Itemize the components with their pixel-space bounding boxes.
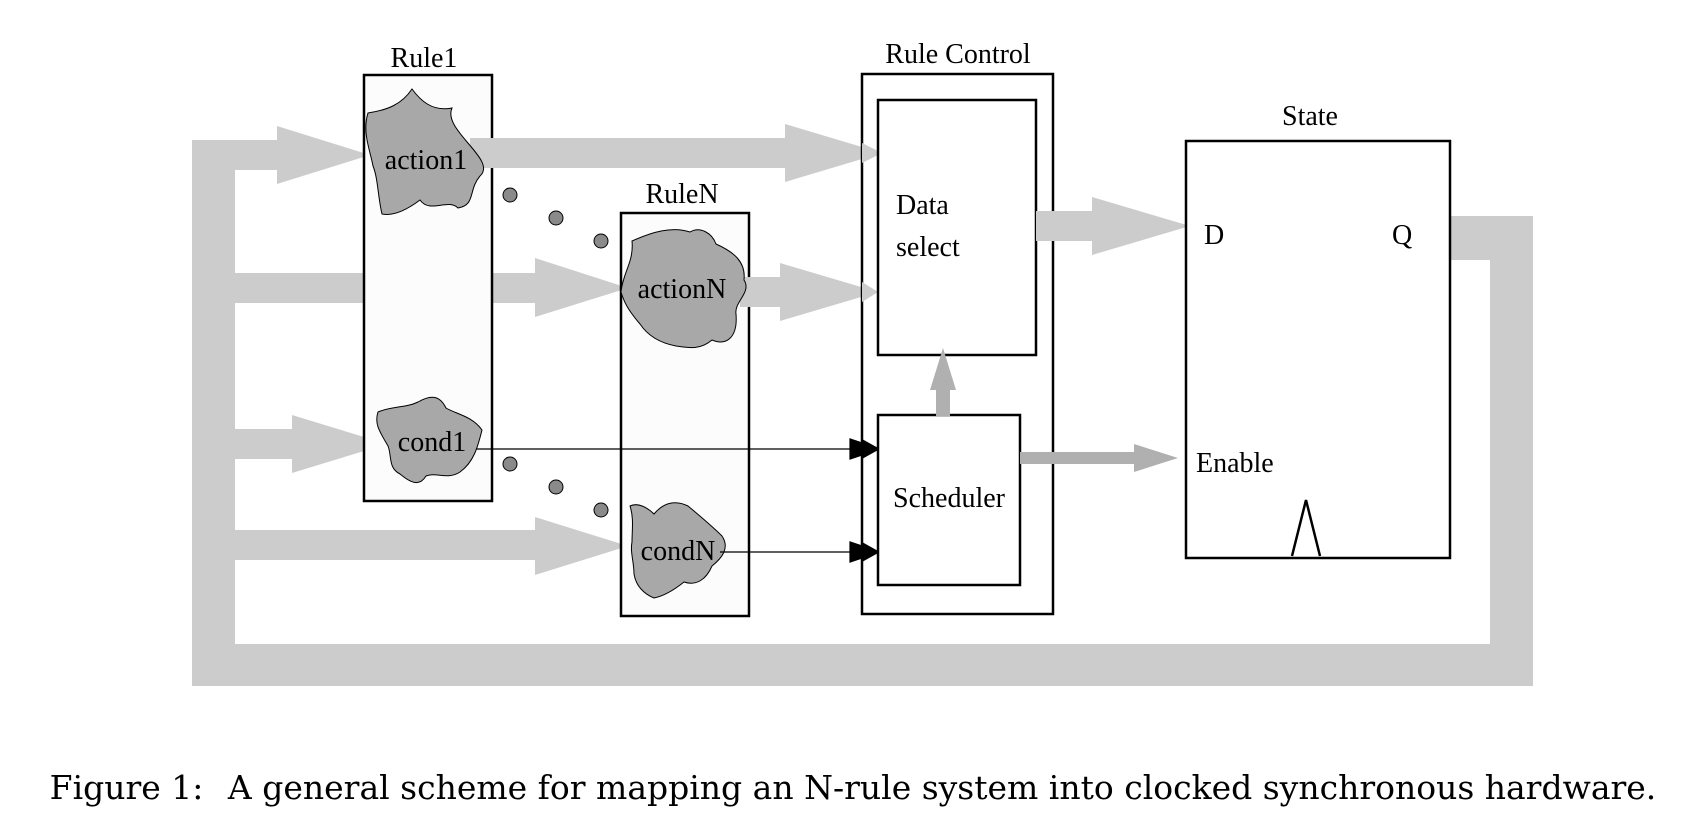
data-select-label-line1: Data	[896, 190, 949, 221]
rule-control-title: Rule Control	[885, 39, 1031, 70]
data-select-label-line2: select	[896, 232, 960, 263]
ellipsis-dots	[502, 187, 609, 518]
actionN-to-dataselect-arrow	[740, 263, 878, 321]
cond1-label: cond1	[398, 427, 466, 458]
clock-symbol	[1290, 499, 1322, 557]
state-title: State	[1282, 101, 1338, 132]
cond1-blob	[376, 396, 483, 483]
scheduler-label: Scheduler	[893, 483, 1006, 514]
state-d-port: D	[1204, 220, 1224, 251]
ruleN-title: RuleN	[645, 179, 718, 210]
rule1-title: Rule1	[391, 43, 458, 74]
state-enable-port: Enable	[1196, 448, 1274, 479]
figure-caption-text: A general scheme for mapping an N-rule s…	[227, 768, 1657, 807]
action1-label: action1	[385, 145, 467, 176]
action1-blob	[365, 88, 484, 215]
actionN-label: actionN	[638, 274, 727, 305]
state-box: State D Q Enable	[1184, 101, 1452, 560]
action1-to-dataselect-arrow	[470, 124, 882, 182]
feedback-bus	[192, 140, 1533, 686]
scheduler-to-dataselect-arrow	[930, 348, 956, 416]
figure-caption: Figure 1: A general scheme for mapping a…	[0, 768, 1706, 807]
condN-blob	[629, 502, 726, 599]
condN-label: condN	[641, 536, 716, 567]
scheduler-to-enable-arrow	[1020, 444, 1178, 472]
actionN-blob	[620, 229, 747, 349]
scheduler-box: Scheduler	[876, 413, 1022, 587]
dataselect-to-d-arrow	[1036, 197, 1190, 255]
data-select-box: Data select	[876, 98, 1038, 357]
state-q-port: Q	[1392, 220, 1412, 251]
figure-number: Figure 1:	[49, 768, 204, 807]
